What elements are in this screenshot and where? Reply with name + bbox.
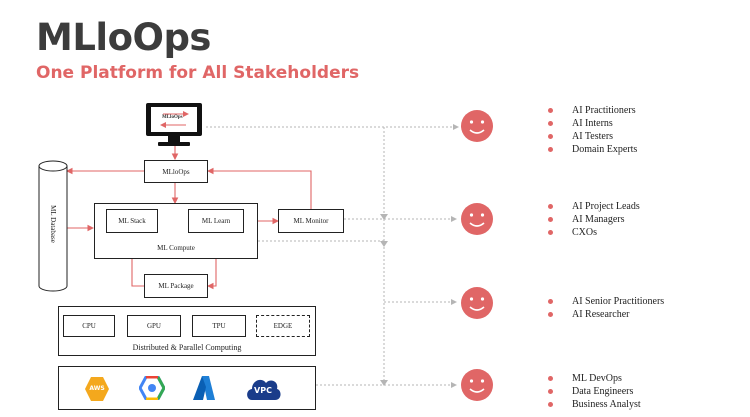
- stakeholder-group-2: AI Project Leads AI Managers CXOs: [548, 200, 640, 239]
- vpc-icon: VPC: [244, 374, 282, 402]
- stakeholder-role: AI Senior Practitioners: [548, 295, 664, 308]
- distributed-computing-caption: Distributed & Parallel Computing: [132, 343, 242, 352]
- monitor-icon: [144, 102, 204, 148]
- stakeholder-role: Business Analyst: [548, 398, 641, 411]
- ml-compute-caption: ML Compute: [157, 244, 195, 252]
- edge-box: EDGE: [256, 315, 310, 337]
- cpu-box: CPU: [63, 315, 115, 337]
- page-subtitle: One Platform for All Stakeholders: [36, 63, 360, 83]
- stakeholder-role: Domain Experts: [548, 143, 637, 156]
- ml-package-box: ML Package: [144, 274, 208, 298]
- ml-learn-box: ML Learn: [188, 209, 244, 233]
- mlloops-box: MLloOps: [144, 160, 208, 183]
- stakeholder-role: AI Practitioners: [548, 104, 637, 117]
- gcp-icon: [138, 375, 166, 401]
- smiley-face-icon: [460, 286, 494, 320]
- ml-monitor-box: ML Monitor: [278, 209, 344, 233]
- page-title: MLloOps: [36, 16, 211, 59]
- tpu-box: TPU: [192, 315, 246, 337]
- ml-stack-box: ML Stack: [106, 209, 158, 233]
- stakeholder-role: AI Interns: [548, 117, 637, 130]
- ml-database: ML Database: [38, 160, 68, 292]
- stakeholder-group-3: AI Senior Practitioners AI Researcher: [548, 295, 664, 321]
- monitor-screen-label: MLloOps: [162, 115, 183, 120]
- stakeholder-group-4: ML DevOps Data Engineers Business Analys…: [548, 372, 641, 411]
- aws-icon-text: AWS: [89, 385, 105, 392]
- stakeholder-role: AI Managers: [548, 213, 640, 226]
- stakeholder-role: Data Engineers: [548, 385, 641, 398]
- azure-icon: [192, 375, 216, 401]
- aws-icon: AWS: [84, 376, 110, 402]
- stakeholder-role: CXOs: [548, 226, 640, 239]
- smiley-face-icon: [460, 109, 494, 143]
- stakeholder-role: AI Testers: [548, 130, 637, 143]
- arrow-monitor-to-mlloops-return: [206, 167, 312, 209]
- gpu-box: GPU: [127, 315, 181, 337]
- smiley-face-icon: [460, 202, 494, 236]
- vpc-icon-text: VPC: [254, 386, 272, 395]
- ml-database-label: ML Database: [49, 205, 57, 243]
- stakeholder-group-1: AI Practitioners AI Interns AI Testers D…: [548, 104, 637, 156]
- stakeholder-role: ML DevOps: [548, 372, 641, 385]
- stakeholder-role: AI Project Leads: [548, 200, 640, 213]
- stakeholder-role: AI Researcher: [548, 308, 664, 321]
- smiley-face-icon: [460, 368, 494, 402]
